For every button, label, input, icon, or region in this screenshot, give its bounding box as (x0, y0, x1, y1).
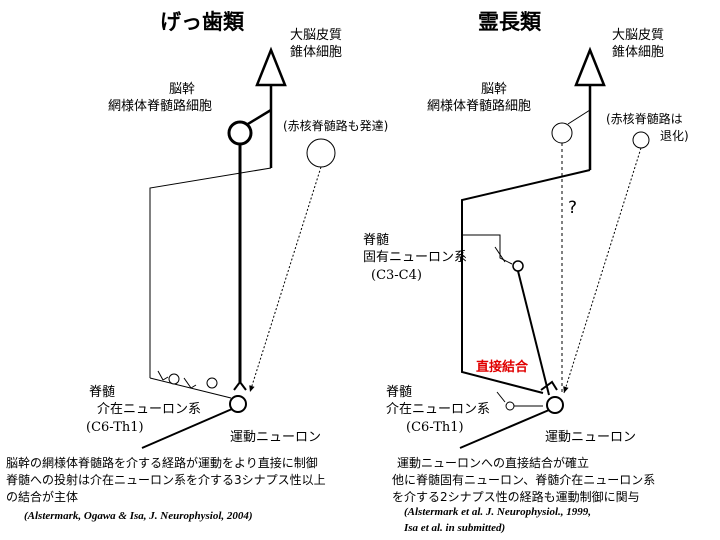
primate-motor-axon (459, 409, 550, 449)
primate-segmental-synapse (496, 391, 506, 403)
rodent-reticulospinal-cell (227, 120, 253, 146)
primate-reticulospinal-cell (551, 122, 573, 144)
primate-direct-synapse (540, 380, 558, 391)
rodent-summary-line-1: 脳幹の網様体脊髄路を介する経路が運動をより直接に制御 (6, 456, 318, 470)
primate-segmental-interneuron (505, 401, 515, 411)
primate-title: 霊長類 (478, 10, 541, 34)
primate-citation-line-1: (Alstermark et al. J. Neurophysiol., 199… (404, 506, 592, 518)
rodent-red-nucleus-cell (306, 138, 336, 168)
rodent-motoneuron-label: 運動ニューロン (230, 430, 322, 445)
rodent-chain-neuron-1 (168, 373, 180, 385)
rodent-red-nucleus-note: (赤核脊髄路も発達) (283, 119, 389, 133)
primate-propriospinal-segment: (C3-C4) (371, 268, 422, 283)
primate-propriospinal-neuron (512, 260, 524, 272)
primate-summary-line-1: 運動ニューロンへの直接結合が確立 (397, 456, 590, 470)
primate-motoneuron (546, 396, 564, 414)
primate-brainstem-label-1: 脳幹 (481, 82, 508, 97)
primate-propriospinal-afferent (462, 234, 513, 265)
rodent-citation: (Alstermark, Ogawa & Isa, J. Neurophysio… (24, 510, 253, 522)
primate-citation-line-2: Isa et al. in submitted) (404, 522, 506, 534)
rodent-synapse-1 (157, 370, 169, 381)
primate-interneuron-label-2: 介在ニューロン系 (386, 402, 491, 417)
rodent-brainstem-label-2: 網様体脊髄路細胞 (108, 99, 213, 114)
primate-cortex-arrowhead (574, 46, 606, 87)
primate-pathway (459, 46, 650, 449)
rodent-title: げっ歯類 (160, 10, 244, 34)
rodent-motoneuron (229, 395, 247, 413)
rodent-summary-line-3: の結合が主体 (6, 490, 79, 504)
rodent-cortex-label-1: 大脳皮質 (290, 28, 343, 43)
primate-red-nucleus-note-1: (赤核脊髄路は (606, 112, 683, 126)
rodent-rubrospinal-axon (249, 166, 322, 393)
primate-propriospinal-label-1: 脊髄 (363, 233, 390, 248)
primate-red-nucleus-note-2: 退化) (660, 129, 689, 143)
primate-direct-connection-label: 直接結合 (476, 360, 529, 375)
primate-propriospinal-axon (517, 270, 550, 396)
primate-summary-line-3: を介する2シナプス性の経路も運動制御に関与 (392, 490, 640, 504)
primate-rubrospinal-axon (563, 147, 642, 394)
primate-propriospinal-synapse (494, 246, 506, 263)
rodent-segment-label: (C6-Th1) (86, 420, 144, 435)
primate-summary-line-2: 他に脊髄固有ニューロン、脊髄介在ニューロン系 (392, 473, 656, 487)
primate-cortex-label-2: 錐体細胞 (612, 45, 665, 60)
primate-interneuron-label-1: 脊髄 (386, 385, 413, 400)
rodent-motor-axon (141, 408, 233, 449)
rodent-brainstem-label-1: 脳幹 (169, 82, 196, 97)
rodent-synapse-2 (183, 377, 197, 389)
primate-brainstem-label-2: 網様体脊髄路細胞 (427, 99, 532, 114)
primate-motoneuron-label: 運動ニューロン (545, 430, 637, 445)
primate-reticulospinal-axon (461, 169, 591, 394)
primate-question-mark: ? (568, 198, 578, 218)
primate-segment-label: (C6-Th1) (406, 420, 464, 435)
rodent-interneuron-label-1: 脊髄 (89, 385, 116, 400)
rodent-chain-neuron-2 (206, 377, 218, 389)
rodent-reticulospinal-axon (149, 167, 272, 378)
rodent-cortex-label-2: 錐体細胞 (290, 45, 343, 60)
primate-propriospinal-label-2: 固有ニューロン系 (363, 250, 468, 265)
rodent-interneuron-label-2: 介在ニューロン系 (97, 402, 202, 417)
rodent-cortex-arrowhead (255, 46, 287, 87)
primate-cortex-label-1: 大脳皮質 (612, 28, 665, 43)
primate-red-nucleus-cell (632, 131, 650, 149)
rodent-summary-line-2: 脊髄への投射は介在ニューロン系を介する3シナプス性以上 (6, 473, 326, 487)
primate-cortex-to-brainstem-branch (567, 109, 591, 125)
rodent-synapse-3 (233, 380, 247, 391)
rodent-pathway (141, 46, 336, 449)
